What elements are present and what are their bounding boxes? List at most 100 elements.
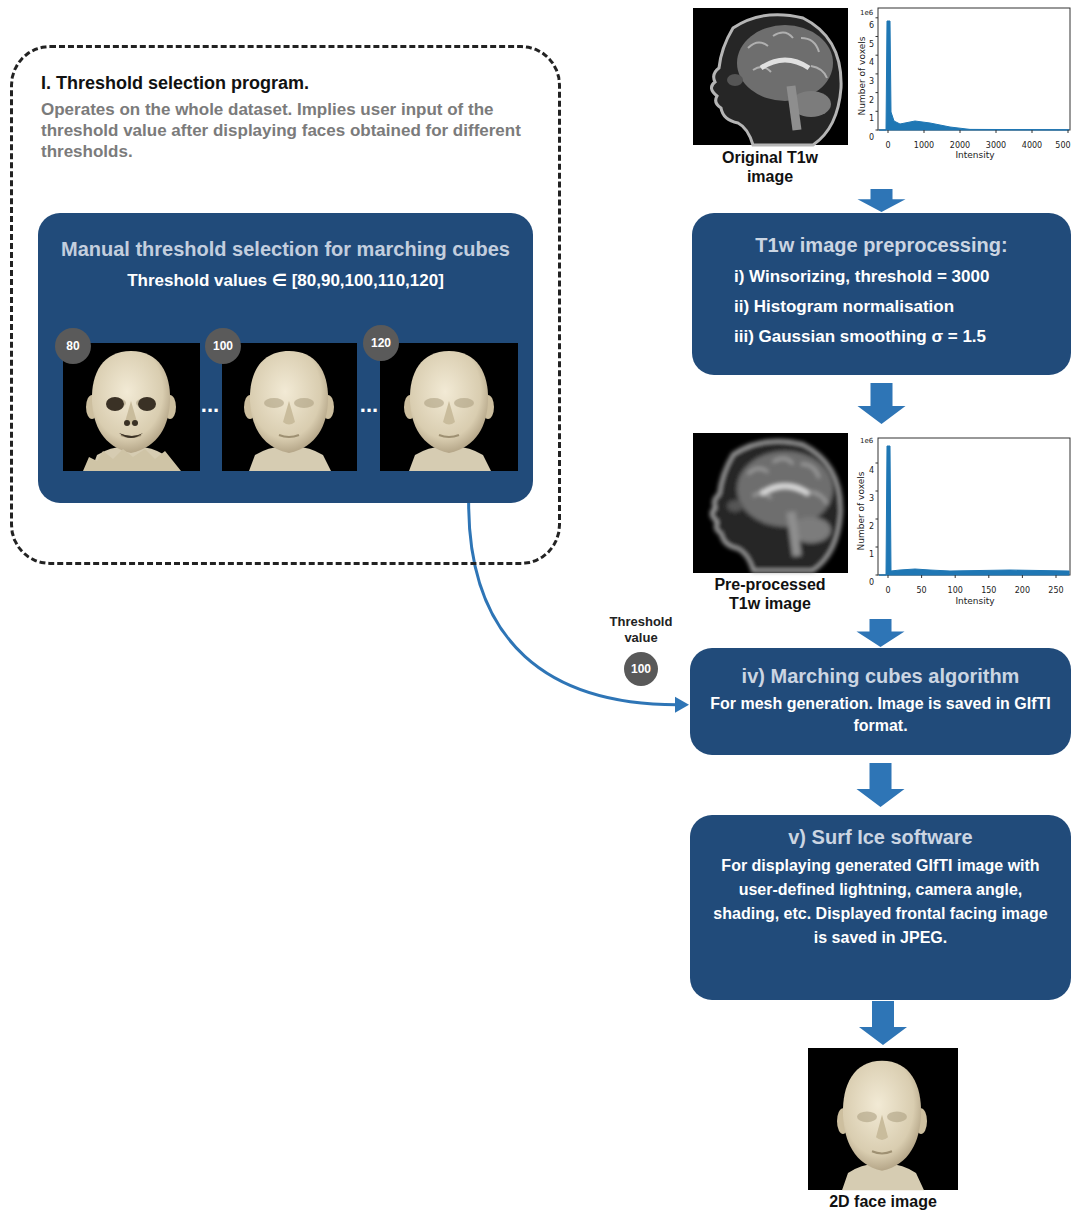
image-frame bbox=[222, 343, 357, 471]
axis-tick: 200 bbox=[1015, 586, 1030, 595]
step-item: iii) Gaussian smoothing σ = 1.5 bbox=[718, 326, 1045, 348]
axis-tick: 100 bbox=[948, 586, 963, 595]
axis-scale: 1e6 bbox=[860, 9, 873, 17]
ellipsis: ... bbox=[201, 392, 219, 418]
image-panel: Pre-processed T1w image bbox=[690, 432, 1071, 618]
badge-number: 80 bbox=[66, 339, 79, 353]
axis-tick: 1 bbox=[869, 114, 874, 123]
axis-tick: 1 bbox=[869, 550, 874, 559]
process-box: T1w image preprocessing:i) Winsorizing, … bbox=[692, 213, 1071, 375]
image-panel: 2D face image bbox=[808, 1046, 958, 1213]
axis-tick: 0 bbox=[869, 133, 874, 142]
box-body: For mesh generation. Image is saved in G… bbox=[710, 693, 1051, 737]
threshold-number: 100 bbox=[624, 652, 658, 686]
axis-tick: 4 bbox=[869, 466, 874, 475]
histogram-preprocessed-part bbox=[876, 463, 1057, 578]
axis-tick: 150 bbox=[981, 586, 996, 595]
axis-tick: 2 bbox=[869, 522, 874, 531]
axis-title: Number of voxels bbox=[856, 472, 866, 551]
axis-tick: 3 bbox=[869, 494, 874, 503]
program-panel: I. Threshold selection program. Operates … bbox=[10, 45, 561, 565]
process-box: iv) Marching cubes algorithmFor mesh gen… bbox=[690, 648, 1071, 755]
image-panel: Original T1w image bbox=[690, 5, 1071, 188]
process-box: Manual threshold selection for marching … bbox=[38, 213, 533, 503]
face-thumbnails-part bbox=[83, 351, 181, 471]
box-title: v) Surf Ice software bbox=[710, 825, 1051, 850]
histogram-preprocessed-part bbox=[878, 438, 1070, 575]
axis-tick: 500 bbox=[1055, 141, 1070, 150]
illustration-layer-part bbox=[711, 15, 841, 145]
panel-heading: I. Threshold selection program. bbox=[41, 72, 534, 95]
axis-tick: 0 bbox=[869, 578, 874, 587]
threshold-badge: 120 bbox=[363, 325, 399, 361]
histogram-original-part bbox=[876, 18, 1069, 133]
step-item: ii) Histogram normalisation bbox=[718, 296, 1045, 318]
axis-tick: 0 bbox=[885, 586, 890, 595]
box-title: Manual threshold selection for marching … bbox=[56, 237, 515, 262]
mri-blurred bbox=[711, 441, 841, 571]
flow-arrow bbox=[858, 189, 906, 212]
image-frame bbox=[693, 433, 848, 573]
face-thumbnails-part bbox=[404, 351, 494, 471]
axis-tick: 4000 bbox=[1022, 141, 1042, 150]
badge-number: 100 bbox=[213, 339, 233, 353]
threshold-input: Threshold value100 bbox=[598, 614, 684, 694]
block-arrow bbox=[859, 1001, 907, 1045]
image-frame bbox=[808, 1048, 958, 1190]
axis-scale: 1e6 bbox=[860, 437, 873, 445]
flow-arrow bbox=[469, 503, 689, 713]
axis-tick: 4 bbox=[869, 58, 874, 67]
flow-arrow bbox=[859, 1001, 907, 1045]
image-caption: Pre-processed T1w image bbox=[705, 575, 835, 613]
flow-arrow bbox=[857, 619, 905, 647]
axis-tick: 3 bbox=[869, 76, 874, 85]
block-arrow bbox=[858, 383, 906, 424]
threshold-badge: 80 bbox=[55, 328, 91, 364]
threshold-badge: 100 bbox=[205, 328, 241, 364]
axis-tick: 1000 bbox=[914, 141, 934, 150]
block-arrow bbox=[857, 763, 905, 807]
ellipsis: ... bbox=[360, 392, 378, 418]
image-caption: 2D face image bbox=[808, 1192, 958, 1211]
flow-arrow bbox=[858, 383, 906, 424]
histogram-original bbox=[876, 8, 1071, 133]
axis-tick: 2000 bbox=[950, 141, 970, 150]
image-frame bbox=[63, 343, 200, 471]
histogram-preprocessed-part bbox=[879, 446, 1069, 575]
axis-tick: 6 bbox=[869, 20, 874, 29]
flow-arrow bbox=[857, 763, 905, 807]
connector-line bbox=[469, 503, 677, 705]
axis-tick: 2 bbox=[869, 95, 874, 104]
block-arrow bbox=[858, 189, 906, 212]
axis-title: Intensity bbox=[955, 150, 994, 160]
axis-tick: 5 bbox=[869, 39, 874, 48]
arrow-head bbox=[675, 697, 689, 713]
axis-title: Intensity bbox=[955, 596, 994, 606]
histogram-original-part bbox=[878, 8, 1070, 130]
image-frame bbox=[693, 8, 848, 145]
axis-tick: 250 bbox=[1048, 586, 1063, 595]
block-arrow bbox=[857, 619, 905, 647]
image-caption: Original T1w image bbox=[705, 148, 835, 186]
mri-blurred-part bbox=[711, 441, 841, 571]
box-subtitle: Threshold values ∈ [80,90,100,110,120] bbox=[56, 270, 515, 292]
badge-number: 120 bbox=[371, 336, 391, 350]
process-box: v) Surf Ice softwareFor displaying gener… bbox=[690, 815, 1071, 1000]
axis-title: Number of voxels bbox=[857, 37, 867, 116]
face-render-final bbox=[837, 1061, 927, 1191]
image-frame bbox=[380, 343, 518, 471]
face-render-final-part bbox=[837, 1061, 927, 1191]
axis-tick: 50 bbox=[917, 586, 927, 595]
axis-tick: 3000 bbox=[986, 141, 1006, 150]
face-thumbnails-part bbox=[244, 351, 334, 471]
histogram-original-part bbox=[879, 21, 1069, 130]
box-body: For displaying generated GIfTI image wit… bbox=[710, 854, 1051, 950]
histogram-preprocessed bbox=[876, 438, 1071, 578]
axis-tick: 0 bbox=[885, 141, 890, 150]
panel-body: Operates on the whole dataset. Implies u… bbox=[41, 99, 534, 162]
box-title: iv) Marching cubes algorithm bbox=[710, 664, 1051, 689]
step-item: i) Winsorizing, threshold = 3000 bbox=[718, 266, 1045, 288]
